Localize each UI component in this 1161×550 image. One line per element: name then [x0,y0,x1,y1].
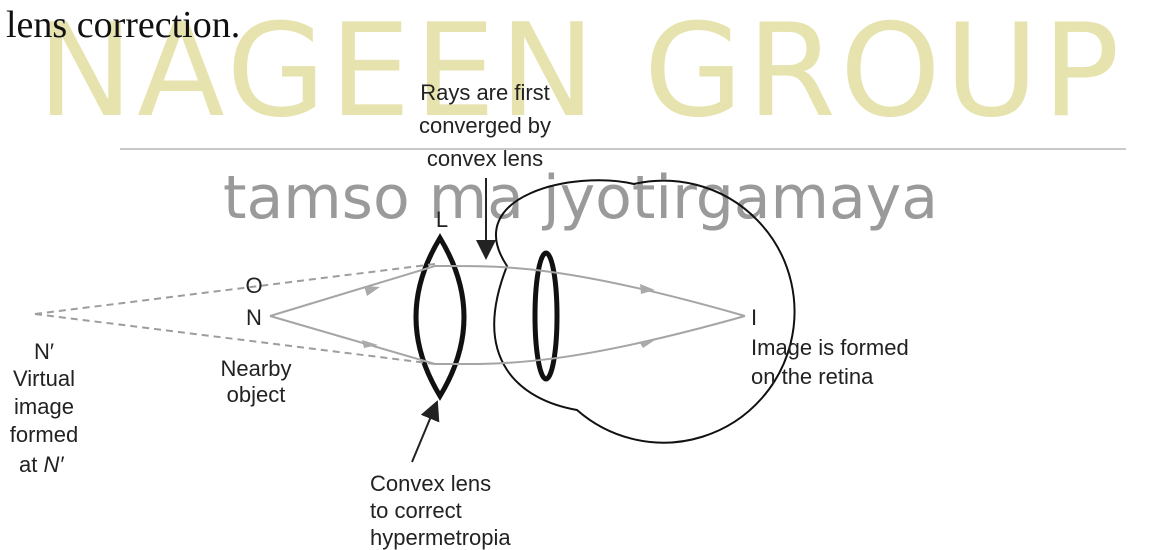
convex-caption-line-2: to correct [370,498,462,523]
rays-caption-line-3: convex lens [427,146,543,171]
convex-caption-line-1: Convex lens [370,471,491,496]
virtual-image-line-4: at N′ [19,452,64,477]
convex-lens-L [416,238,464,396]
point-i-label: I [751,305,757,330]
point-n-prime-label: N′ [34,339,54,364]
convex-caption-arrow [412,402,437,462]
image-formed-line-2: on the retina [751,364,874,389]
virtual-image-point: N′ [43,452,64,477]
ray-upper [270,266,745,316]
rays-caption-line-1: Rays are first [420,80,550,105]
virtual-image-line-2: image [14,394,74,419]
ray-lower [270,316,745,364]
virtual-image-line-3: formed [10,422,78,447]
nearby-object-line-2: object [227,382,286,407]
rays-caption-line-2: converged by [419,113,551,138]
nearby-object-line-1: Nearby [221,356,292,381]
virtual-image-line-1: Virtual [13,366,75,391]
virtual-image-at: at [19,452,43,477]
lens-label: L [436,207,448,232]
ray-arrow-upper-left [364,286,380,296]
point-o-label: O [245,273,262,298]
point-n-label: N [246,305,262,330]
image-formed-line-1: Image is formed [751,335,909,360]
convex-caption-line-3: hypermetropia [370,525,511,550]
eyeball-outline [494,180,794,442]
